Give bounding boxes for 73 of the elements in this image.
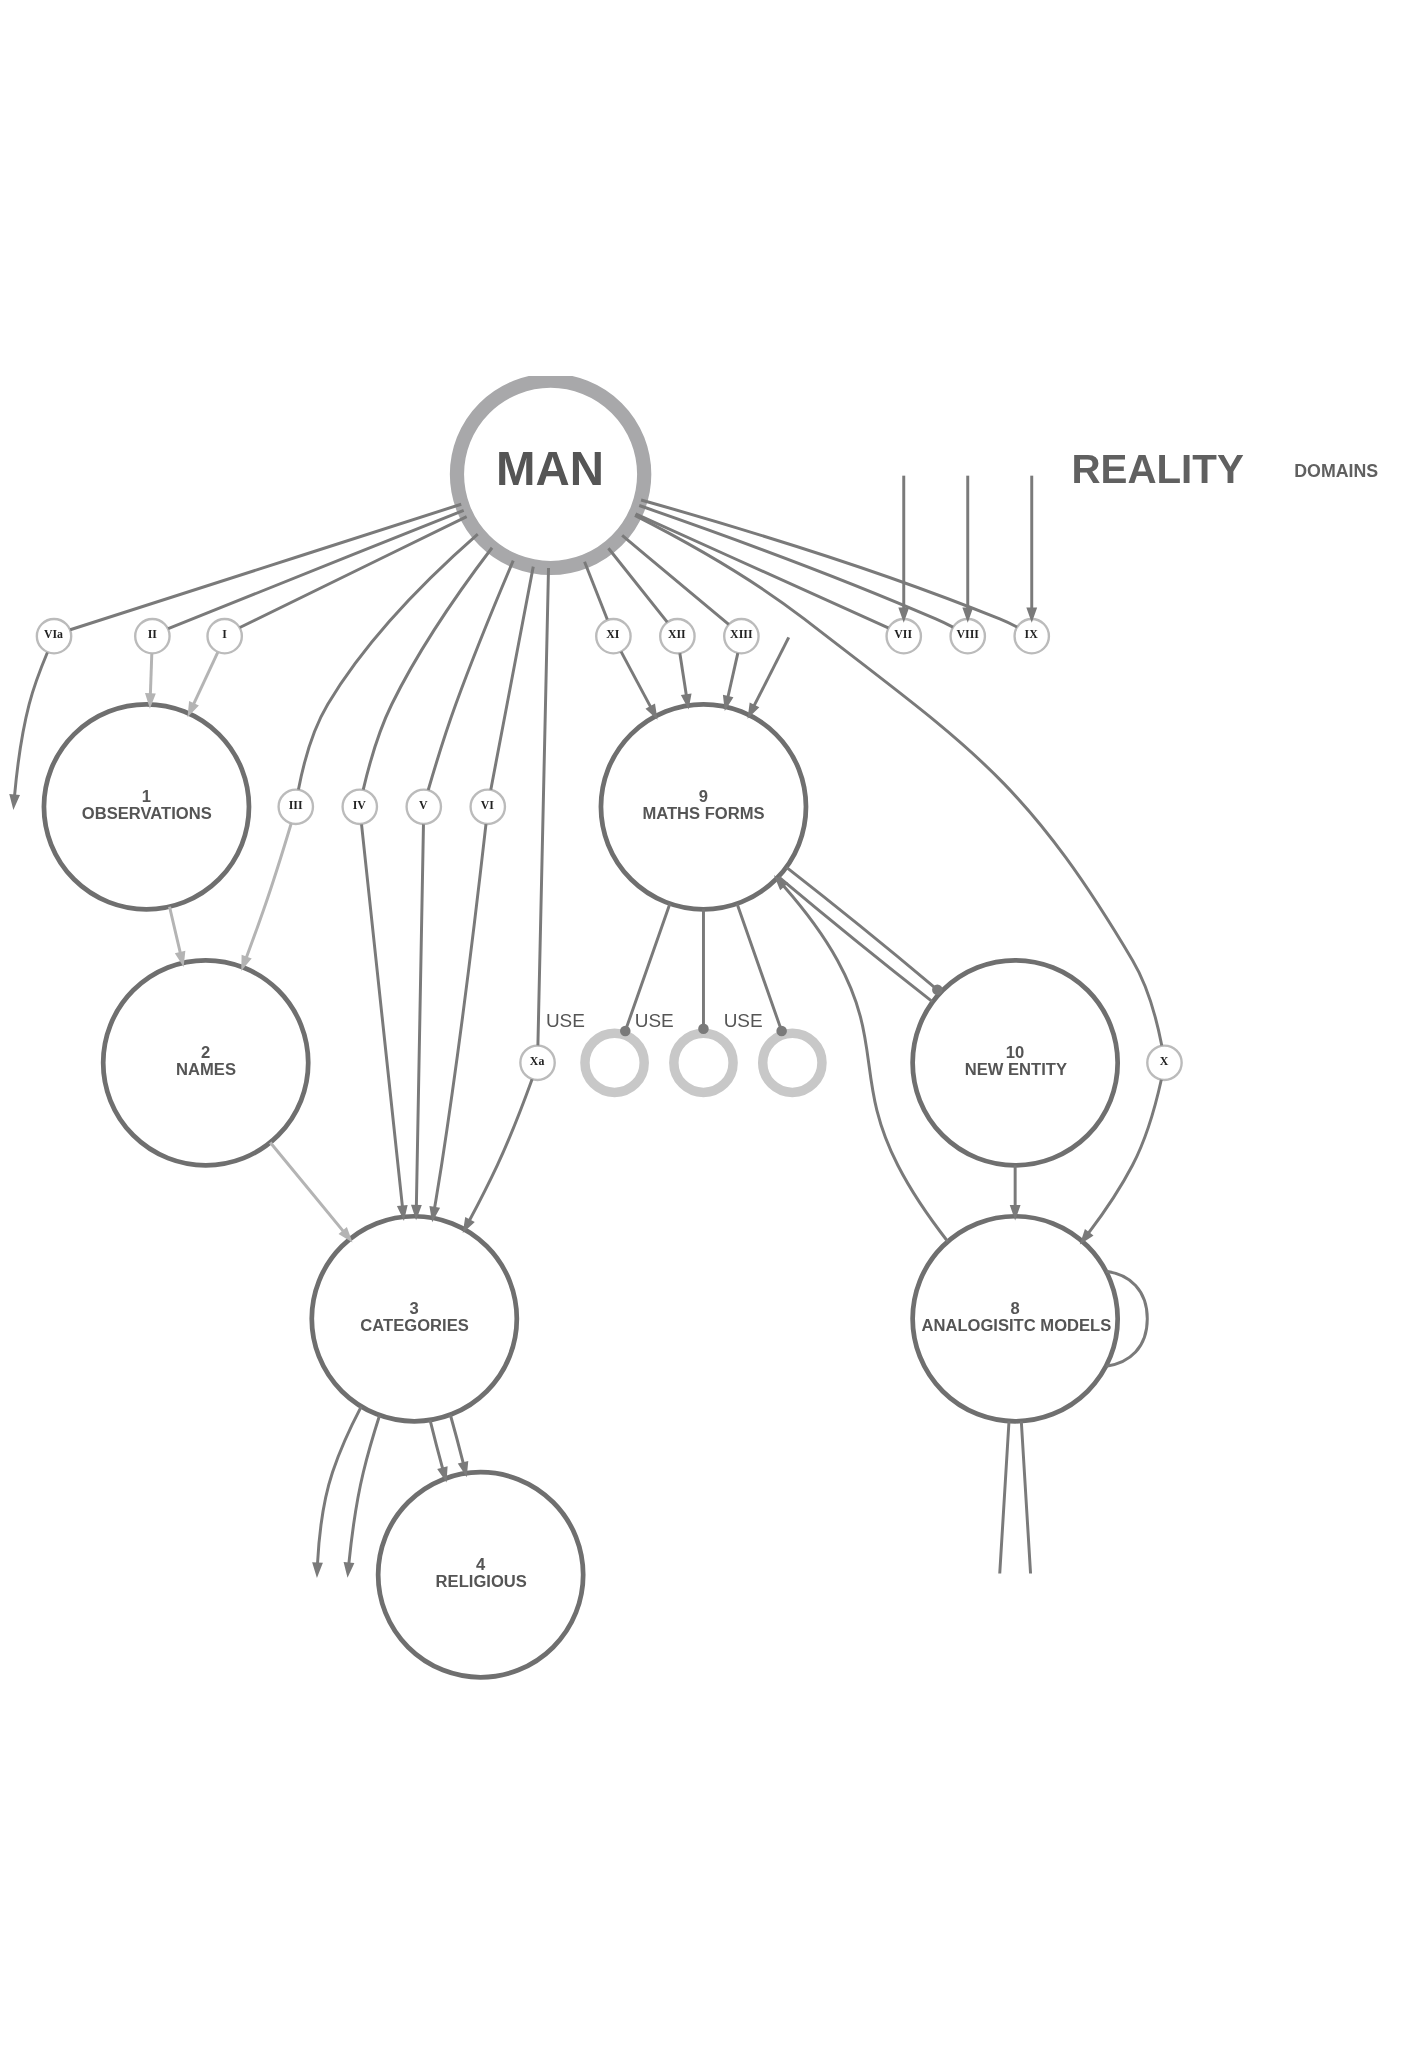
connector bbox=[583, 560, 609, 620]
arrow bbox=[448, 1413, 469, 1477]
arrow bbox=[168, 905, 186, 967]
connector bbox=[239, 514, 468, 629]
node-circle: VIa bbox=[35, 617, 73, 654]
arrow bbox=[9, 651, 49, 810]
connector bbox=[638, 503, 954, 628]
node-circle: 4 RELIGIOUS bbox=[375, 1469, 586, 1680]
arrow bbox=[1009, 1164, 1021, 1220]
arrow bbox=[360, 823, 408, 1221]
node-circle: III bbox=[277, 787, 315, 825]
node-circle: I bbox=[206, 617, 244, 654]
arrow bbox=[678, 652, 692, 710]
node-circle: MAN bbox=[449, 375, 652, 575]
connector bbox=[69, 502, 462, 631]
node-circle: 10 NEW ENTITY bbox=[910, 957, 1121, 1168]
connector bbox=[536, 567, 550, 1045]
arrow bbox=[962, 475, 974, 623]
arrow bbox=[187, 651, 220, 717]
node-label: USE bbox=[723, 1009, 763, 1031]
arrow bbox=[773, 874, 949, 1242]
connector bbox=[167, 508, 465, 630]
connector bbox=[620, 902, 672, 1036]
label: REALITY bbox=[1071, 446, 1244, 492]
arrow bbox=[722, 652, 740, 711]
connector bbox=[297, 532, 479, 790]
arrow bbox=[145, 652, 156, 709]
arrow bbox=[747, 636, 791, 719]
node-circle: 8 ANALOGISITC MODELS bbox=[910, 1213, 1121, 1424]
arrow bbox=[462, 1078, 534, 1233]
node-circle: XIII bbox=[723, 617, 760, 654]
connector bbox=[1106, 1269, 1149, 1368]
arrow bbox=[241, 822, 293, 971]
node-circle: IV bbox=[341, 787, 379, 825]
connector bbox=[607, 546, 669, 623]
arrow bbox=[1079, 1078, 1163, 1244]
connector bbox=[635, 512, 889, 629]
connector bbox=[634, 513, 1164, 1046]
node-circle: VI bbox=[469, 787, 507, 825]
arrow bbox=[898, 475, 910, 623]
connector bbox=[640, 498, 1018, 628]
connector bbox=[621, 533, 730, 625]
arrow bbox=[269, 1141, 353, 1242]
arrow bbox=[429, 823, 488, 1222]
connector bbox=[426, 559, 515, 790]
node-circle: Xa bbox=[519, 1043, 556, 1081]
connector bbox=[489, 565, 535, 790]
connector bbox=[735, 902, 787, 1036]
arrow bbox=[343, 1414, 381, 1578]
connector bbox=[777, 875, 934, 1003]
node-circle: VIII bbox=[949, 617, 987, 654]
connector bbox=[361, 546, 494, 790]
arrow bbox=[1026, 475, 1038, 623]
arrow bbox=[428, 1419, 448, 1482]
node-circle: XI bbox=[595, 617, 632, 654]
node-circle: VII bbox=[885, 617, 923, 654]
connector bbox=[998, 1420, 1011, 1574]
node-label: USE bbox=[545, 1009, 585, 1031]
node-circle bbox=[669, 1027, 738, 1097]
connector bbox=[1019, 1420, 1033, 1574]
node-circle: V bbox=[405, 787, 443, 825]
arrow bbox=[312, 1405, 363, 1578]
node-circle: II bbox=[134, 617, 171, 654]
label: DOMAINS bbox=[1294, 460, 1379, 481]
arrow bbox=[619, 650, 658, 720]
arrow bbox=[411, 823, 425, 1220]
connector bbox=[785, 865, 943, 995]
node-label: USE bbox=[634, 1009, 674, 1031]
node-circle: X bbox=[1146, 1043, 1183, 1081]
node-circle: IX bbox=[1013, 617, 1051, 654]
connector bbox=[698, 908, 709, 1034]
node-circle: 2 NAMES bbox=[100, 957, 311, 1168]
node-circle: XII bbox=[659, 617, 696, 654]
